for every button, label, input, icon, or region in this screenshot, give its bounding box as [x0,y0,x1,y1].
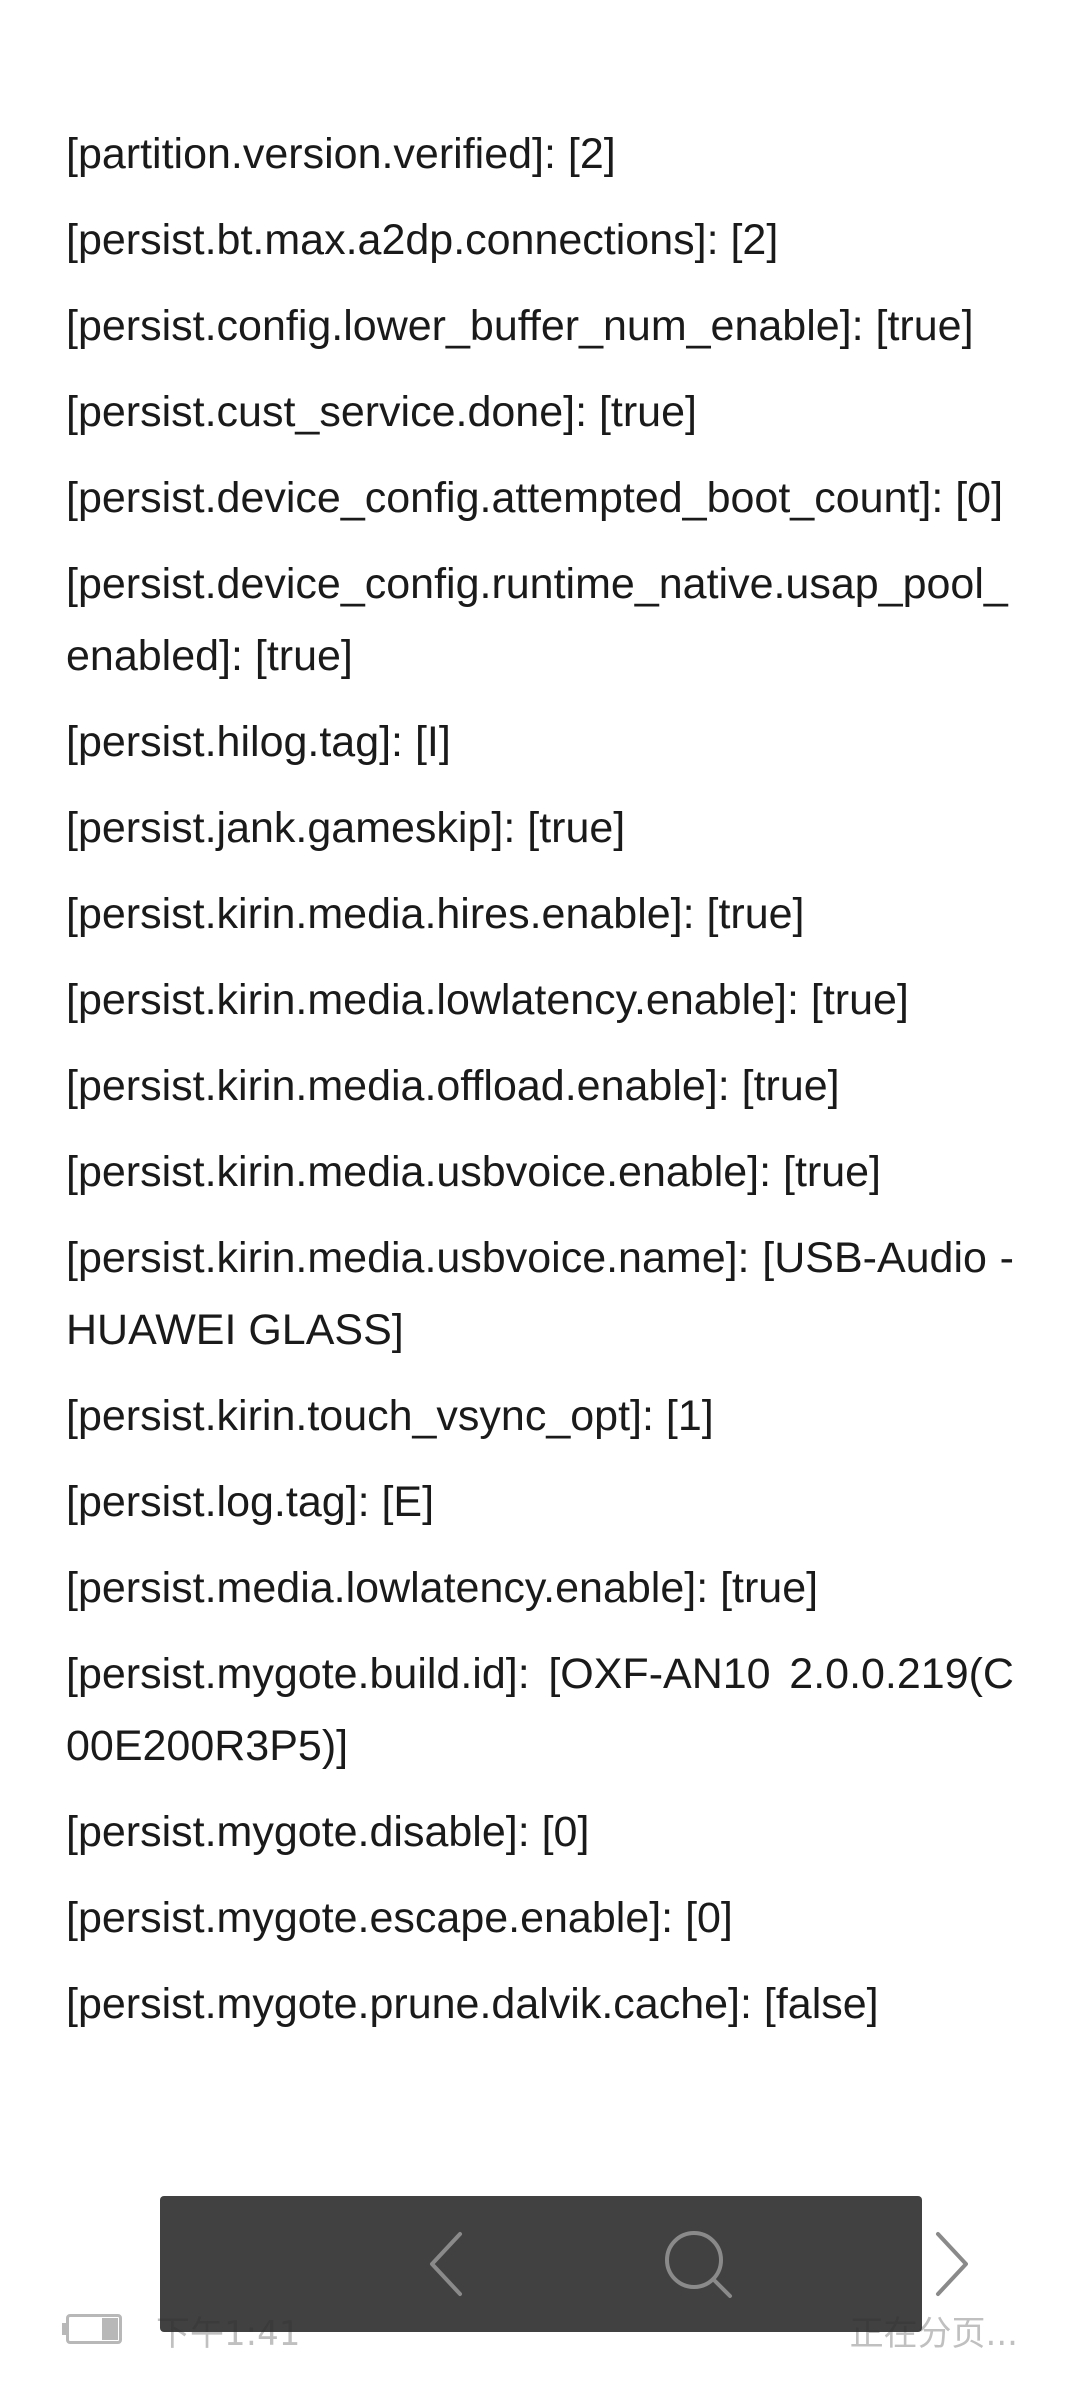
property-entry: [persist.mygote.disable]: [0] [66,1808,590,1856]
property-entry: [persist.log.tag]: [E] [66,1478,435,1526]
battery-icon [62,2314,128,2346]
property-entry: [partition.version.verified]: [2] [66,130,616,178]
property-entry: [persist.mygote.build.id]: [OXF-AN10 2.0… [66,1650,1014,1770]
property-entry: [persist.kirin.media.hires.enable]: [tru… [66,890,805,938]
chevron-right-icon [936,2232,968,2296]
chevron-left-icon [430,2232,462,2296]
property-entry: [persist.media.lowlatency.enable]: [true… [66,1564,819,1612]
property-entry: [persist.config.lower_buffer_num_enable]… [66,302,974,350]
previous-page-button[interactable] [398,2214,498,2314]
property-entry: [persist.bt.max.a2dp.connections]: [2] [66,216,779,264]
reader-nav-overlay [160,2196,968,2332]
property-entry: [persist.kirin.touch_vsync_opt]: [1] [66,1392,714,1440]
search-button[interactable] [648,2214,748,2314]
search-icon [665,2231,732,2298]
property-entry: [persist.device_config.runtime_native.us… [66,560,1008,680]
property-entry: [persist.kirin.media.usbvoice.name]: [US… [66,1234,1014,1354]
property-entry: [persist.kirin.media.lowlatency.enable]:… [66,976,909,1024]
property-entry: [persist.kirin.media.usbvoice.enable]: [… [66,1148,882,1196]
property-entry: [persist.kirin.media.offload.enable]: [t… [66,1062,840,1110]
property-entry: [persist.cust_service.done]: [true] [66,388,697,436]
property-entry: [persist.hilog.tag]: [I] [66,718,451,766]
property-entry: [persist.device_config.attempted_boot_co… [66,474,1004,522]
next-page-button[interactable] [900,2214,1000,2314]
property-entry: [persist.mygote.escape.enable]: [0] [66,1894,733,1942]
property-entry: [persist.jank.gameskip]: [true] [66,804,626,852]
property-list: [partition.version.verified]: [2] [persi… [66,118,1014,2054]
property-entry: [persist.mygote.prune.dalvik.cache]: [fa… [66,1980,879,2028]
